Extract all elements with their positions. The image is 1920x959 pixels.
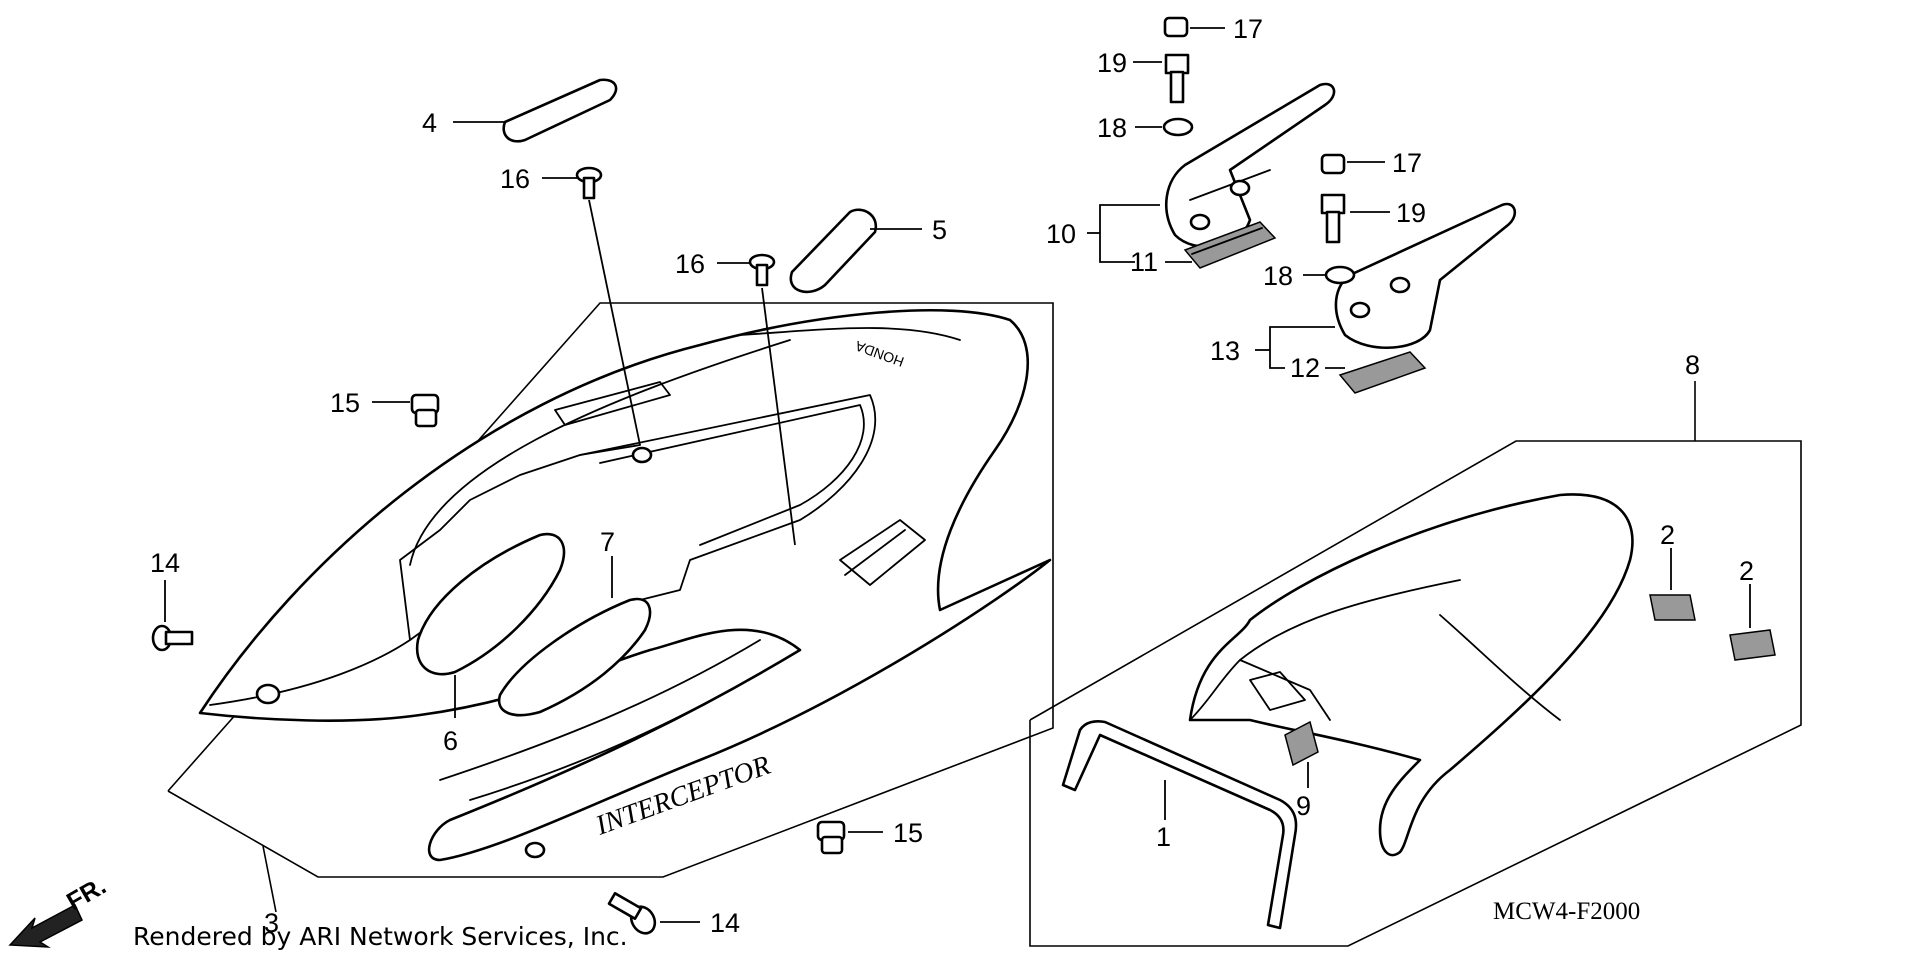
svg-text:13: 13 <box>1210 336 1240 366</box>
svg-text:18: 18 <box>1097 113 1127 143</box>
svg-text:3: 3 <box>264 908 279 938</box>
svg-text:4: 4 <box>422 108 437 138</box>
svg-text:19: 19 <box>1097 48 1127 78</box>
callout-8: 8 <box>1685 350 1700 380</box>
cushion-2-lower[interactable] <box>1729 629 1776 661</box>
svg-text:17: 17 <box>1233 14 1263 44</box>
svg-text:14: 14 <box>150 548 180 578</box>
callout-10: 10 <box>1046 204 1160 263</box>
callout-12: 12 <box>1290 353 1345 383</box>
svg-text:9: 9 <box>1296 791 1311 821</box>
callout-18b: 18 <box>1263 261 1325 291</box>
seal-6[interactable] <box>415 532 566 676</box>
callout-2b: 2 <box>1739 556 1754 628</box>
callout-16a: 16 <box>500 164 577 194</box>
svg-text:12: 12 <box>1290 353 1320 383</box>
callout-19a: 19 <box>1097 48 1162 78</box>
rail-seal-11[interactable] <box>1183 221 1277 269</box>
svg-text:8: 8 <box>1685 350 1700 380</box>
callout-15a: 15 <box>330 388 410 418</box>
callout-13: 13 <box>1210 326 1335 369</box>
callout-19b: 19 <box>1350 198 1426 228</box>
grommet-15-upper[interactable] <box>410 393 440 428</box>
lid-5[interactable] <box>789 208 878 294</box>
callout-15b: 15 <box>848 818 923 848</box>
cushion-2-upper[interactable] <box>1649 594 1696 621</box>
bolt-14-left[interactable] <box>151 624 194 652</box>
callout-6: 6 <box>443 675 458 756</box>
callout-1: 1 <box>1156 780 1171 852</box>
svg-text:16: 16 <box>500 164 530 194</box>
grommet-15-lower[interactable] <box>816 820 846 855</box>
bolt-14-lower[interactable] <box>607 892 660 937</box>
svg-text:6: 6 <box>443 726 458 756</box>
footer-credit: Rendered by ARI Network Services, Inc. <box>133 922 628 951</box>
seat-cowl[interactable] <box>1188 493 1634 857</box>
callout-5: 5 <box>870 215 947 245</box>
lid-4[interactable] <box>502 78 618 143</box>
seat-cowl-seal-1[interactable] <box>1061 719 1298 930</box>
grab-rail-10[interactable] <box>1164 82 1336 249</box>
cowl-group-line-3 <box>262 845 277 913</box>
callout-7: 7 <box>600 527 615 598</box>
front-arrow-icon <box>8 903 83 948</box>
svg-text:10: 10 <box>1046 219 1076 249</box>
callout-2a: 2 <box>1660 520 1675 590</box>
callout-18a: 18 <box>1097 113 1162 143</box>
bolt-19-upper[interactable] <box>1164 53 1190 104</box>
svg-text:17: 17 <box>1392 148 1422 178</box>
callout-17a: 17 <box>1190 14 1263 44</box>
svg-text:5: 5 <box>932 215 947 245</box>
grab-rail-13[interactable] <box>1334 202 1517 350</box>
svg-text:19: 19 <box>1396 198 1426 228</box>
svg-text:15: 15 <box>330 388 360 418</box>
svg-text:1: 1 <box>1156 822 1171 852</box>
callout-11: 11 <box>1130 247 1192 277</box>
diagram-code: MCW4-F2000 <box>1493 898 1641 925</box>
bolt-19-lower[interactable] <box>1320 193 1346 244</box>
svg-text:14: 14 <box>710 908 740 938</box>
screw-16-left[interactable] <box>575 166 641 446</box>
callout-4: 4 <box>422 108 505 138</box>
callout-14b: 14 <box>660 908 740 938</box>
svg-text:2: 2 <box>1660 520 1675 550</box>
callout-16b: 16 <box>675 249 750 279</box>
svg-text:11: 11 <box>1130 247 1158 277</box>
seat-cowl-group-outline <box>1029 440 1802 947</box>
cushion-9[interactable] <box>1284 720 1319 767</box>
callout-9: 9 <box>1296 762 1311 821</box>
cap-17-lower[interactable] <box>1320 153 1346 175</box>
screw-16-right[interactable] <box>748 253 796 546</box>
seal-7[interactable] <box>497 597 652 717</box>
callout-3: 3 <box>264 908 279 938</box>
svg-text:16: 16 <box>675 249 705 279</box>
callout-17b: 17 <box>1347 148 1422 178</box>
cap-17-upper[interactable] <box>1163 16 1189 38</box>
cowl-group-outline <box>167 302 1054 878</box>
svg-text:7: 7 <box>600 527 615 557</box>
svg-text:18: 18 <box>1263 261 1293 291</box>
callout-14a: 14 <box>150 548 180 622</box>
rail-seal-12[interactable] <box>1338 351 1427 394</box>
svg-text:15: 15 <box>893 818 923 848</box>
washer-18-lower[interactable] <box>1324 265 1356 285</box>
washer-18-upper[interactable] <box>1162 117 1194 137</box>
svg-text:2: 2 <box>1739 556 1754 586</box>
